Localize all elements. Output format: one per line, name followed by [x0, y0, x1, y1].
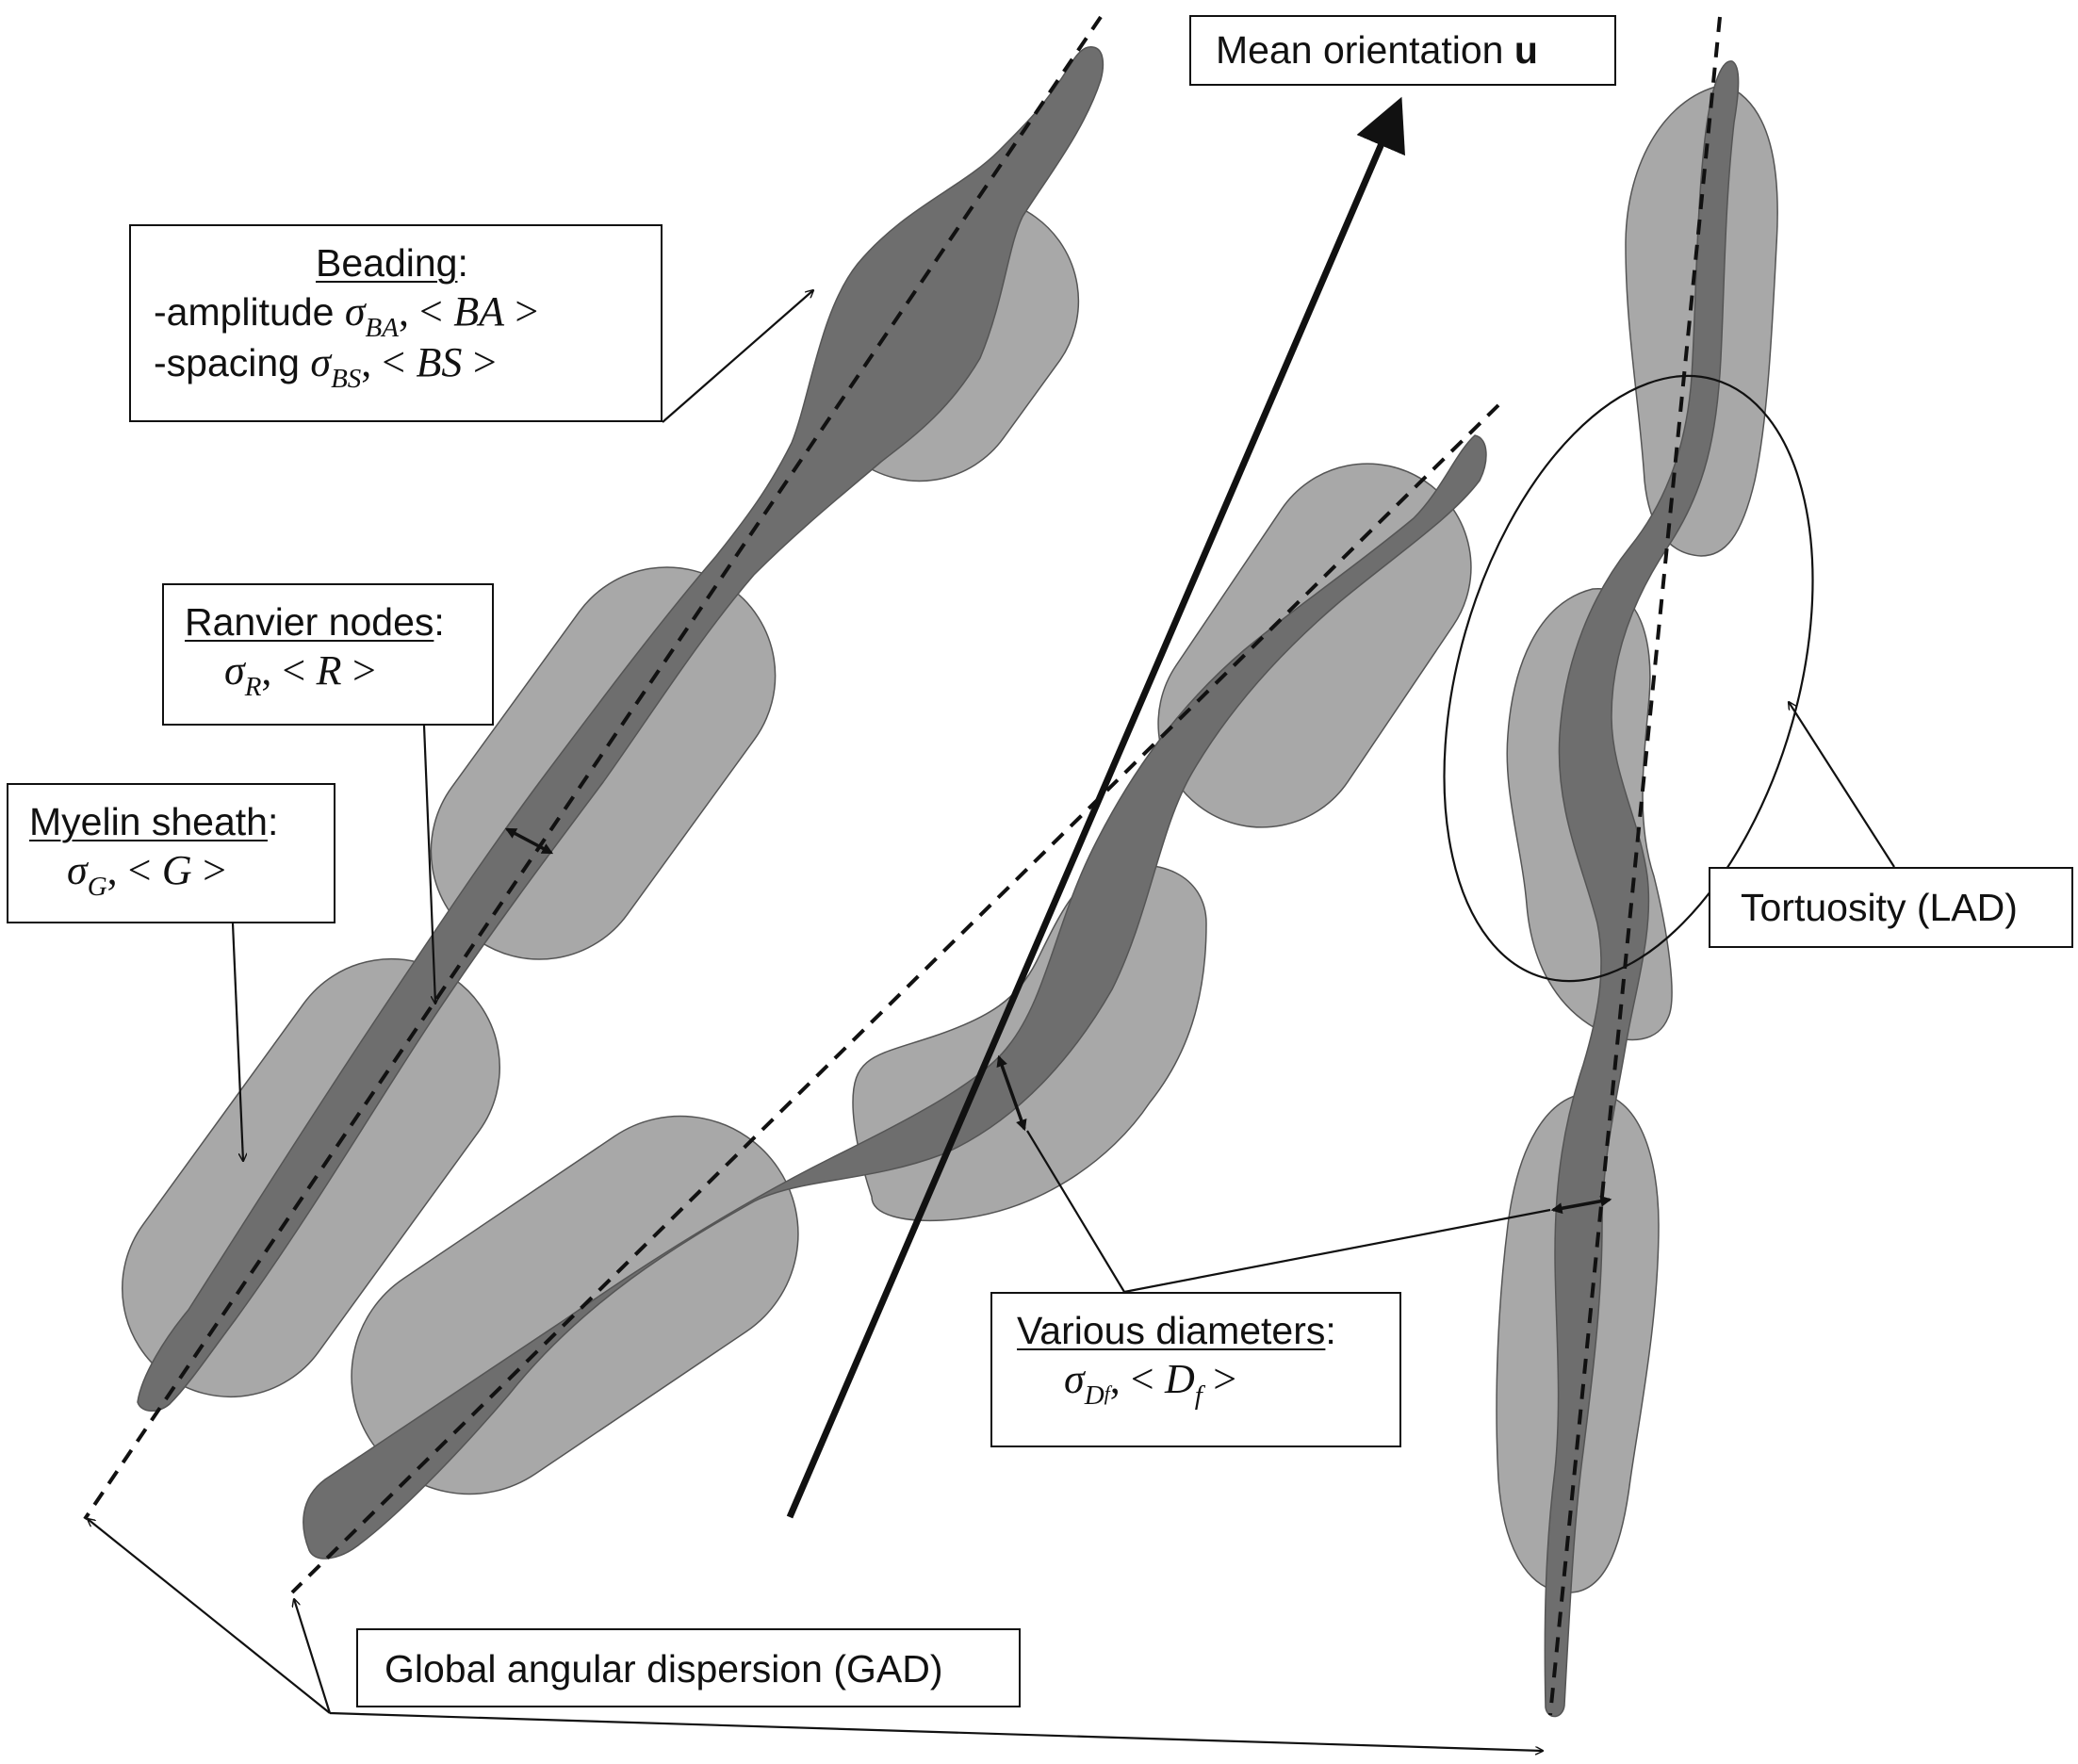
comma-lt: , < [261, 647, 306, 694]
gad-leader-left [88, 1519, 331, 1714]
diameter-arrow-middle [996, 1054, 1027, 1132]
beading-spacing-prefix: -spacing [154, 340, 311, 384]
tortuosity-text: Tortuosity (LAD) [1741, 886, 2018, 929]
beading-amplitude-prefix: -amplitude [154, 290, 345, 335]
amplitude-mean: BA [453, 288, 504, 335]
fiber-1 [83, 15, 1104, 1521]
sigma-symbol: σ [310, 338, 332, 385]
spacing-subscript: BS [331, 363, 362, 394]
amplitude-subscript: BA [365, 313, 399, 344]
sigma-symbol: σ [67, 847, 88, 894]
diameters-leader-middle [1026, 1130, 1125, 1293]
sigma-symbol: σ [1064, 1356, 1085, 1403]
comma-lt: , < [361, 338, 406, 385]
ranvier-leader [422, 725, 435, 1004]
sigma-symbol: σ [224, 647, 245, 694]
tortuosity-ellipse [1443, 374, 1814, 983]
mean-orientation-text: Mean orientation [1216, 28, 1514, 72]
gt: > [515, 288, 539, 335]
myelin-label: Myelin sheath: σG, < G > [7, 783, 335, 923]
comma-lt: , < [1109, 1356, 1154, 1403]
myelin-leader [231, 923, 243, 1161]
fiber-axis [1548, 16, 1722, 1716]
gt: > [203, 847, 226, 894]
ranvier-label: Ranvier nodes: σR, < R > [162, 583, 494, 726]
diameters-subsubscript: f [1104, 1381, 1110, 1406]
ranvier-colon: : [434, 600, 445, 644]
diameters-label: Various diameters: σDf, < Df > [990, 1292, 1401, 1447]
spacing-mean: BS [416, 338, 463, 385]
ranvier-title: Ranvier nodes [185, 600, 434, 644]
gt: > [352, 647, 376, 694]
gt: > [1213, 1356, 1237, 1403]
diameters-colon: : [1325, 1309, 1336, 1352]
fiber-axis [83, 15, 1103, 1521]
mean-orientation-symbol: u [1514, 28, 1538, 72]
fiber-2 [290, 403, 1500, 1594]
axon [137, 46, 1104, 1412]
mean-orientation-arrow [786, 96, 1405, 1519]
gt: > [472, 338, 497, 385]
gad-leader-right [329, 1711, 1543, 1751]
ranvier-mean: R [316, 647, 342, 694]
tortuosity-leader [1789, 702, 1895, 868]
diameters-subscript: D [1084, 1380, 1104, 1412]
ranvier-subscript: R [244, 672, 262, 703]
tortuosity-label: Tortuosity (LAD) [1709, 867, 2073, 948]
myelin-title: Myelin sheath [29, 800, 268, 843]
beading-leader [662, 290, 813, 423]
diameters-title: Various diameters [1017, 1309, 1326, 1352]
comma-lt: , < [398, 288, 443, 335]
axon [1544, 60, 1740, 1718]
diameters-mean-subscript: f [1194, 1380, 1203, 1412]
myelin-thickness-arrow [504, 827, 554, 855]
fiber-3 [1496, 16, 1778, 1718]
diameters-mean: D [1165, 1356, 1195, 1403]
beading-label: Beading: -amplitude σBA, < BA > -spacing… [129, 224, 663, 422]
sigma-symbol: σ [344, 288, 366, 335]
beading-title: Beading [316, 241, 458, 285]
beading-colon: : [457, 241, 468, 285]
axon [303, 434, 1487, 1560]
gad-text: Global angular dispersion (GAD) [385, 1647, 943, 1690]
myelin-colon: : [267, 800, 279, 843]
gad-leader-middle [294, 1599, 332, 1714]
fiber-axis [290, 403, 1500, 1594]
myelin-mean: G [161, 847, 192, 894]
mean-orientation-label: Mean orientation u [1189, 15, 1616, 86]
gad-label: Global angular dispersion (GAD) [356, 1628, 1021, 1707]
myelin-subscript: G [87, 872, 107, 903]
diameter-arrow-right [1550, 1195, 1612, 1215]
diameters-leader-right [1123, 1208, 1551, 1294]
comma-lt: , < [106, 847, 152, 894]
